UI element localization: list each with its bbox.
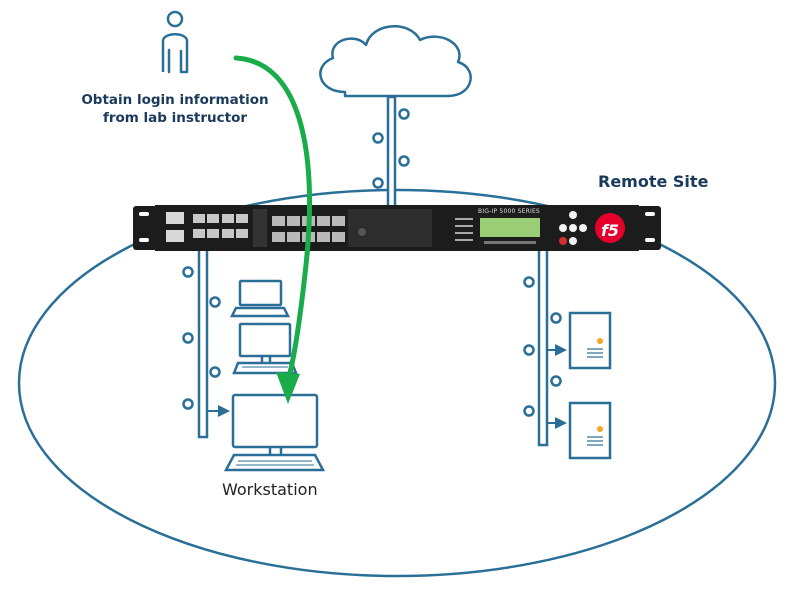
- user-icon: [161, 10, 189, 74]
- internet-uplink: [372, 95, 410, 209]
- cloud-icon: [319, 25, 472, 98]
- laptop-icon: [229, 279, 291, 318]
- internal-network-left: [182, 245, 230, 439]
- instructor-note-line2: from lab instructor: [102, 110, 248, 126]
- server-icon: [568, 401, 612, 460]
- workstation-icon: [223, 393, 326, 472]
- internal-network-right: [523, 245, 567, 447]
- remote-site-label: Remote Site: [598, 172, 709, 191]
- remote-site-boundary: [17, 188, 777, 578]
- workstation-label: Workstation: [222, 480, 318, 499]
- instructor-note-line1: Obtain login information: [81, 92, 269, 108]
- login-flow-arrow: [233, 55, 312, 404]
- appliance-model-label: BIG-IP 5000 SERIES: [478, 208, 540, 215]
- desktop-icon: [232, 322, 298, 375]
- f5-appliance-icon: [133, 205, 661, 251]
- f5-logo-text: f5: [600, 221, 620, 240]
- server-icon: [568, 311, 612, 370]
